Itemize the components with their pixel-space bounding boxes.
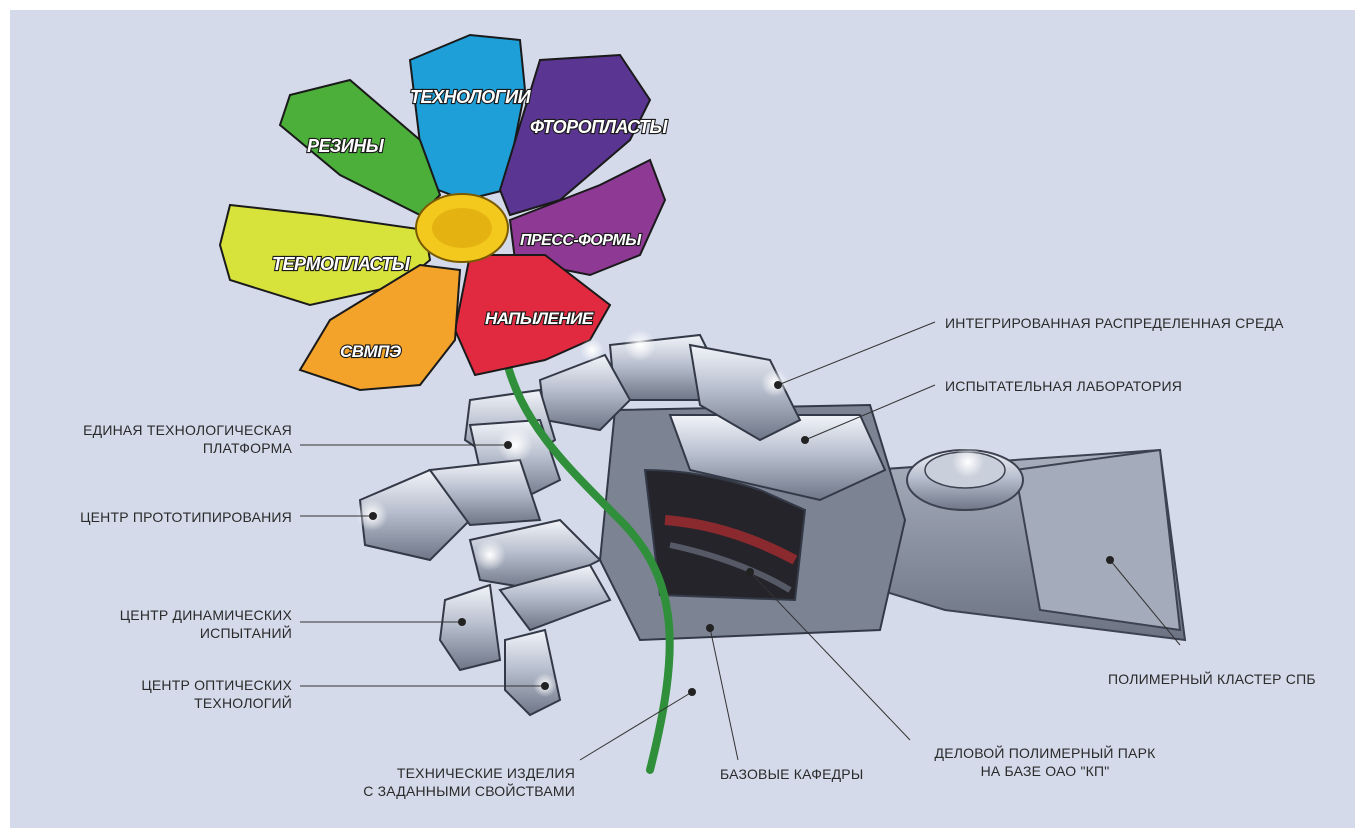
petal-label-tech: ТЕХНОЛОГИИ <box>410 87 532 107</box>
label-base-departments: БАЗОВЫЕ КАФЕДРЫ <box>720 766 864 782</box>
petal-svmpe <box>298 263 462 392</box>
label-integrated-environment: ИНТЕГРИРОВАННАЯ РАСПРЕДЕЛЕННАЯ СРЕДА <box>945 315 1284 331</box>
label-prototyping: ЦЕНТР ПРОТОТИПИРОВАНИЯ <box>80 509 292 525</box>
label-technical-products: ТЕХНИЧЕСКИЕ ИЗДЕЛИЯ С ЗАДАННЫМИ СВОЙСТВА… <box>363 765 575 799</box>
robot-forearm <box>868 448 1187 642</box>
label-polymer-cluster: ПОЛИМЕРНЫЙ КЛАСТЕР СПБ <box>1108 671 1316 687</box>
palm-top-plate <box>668 414 887 502</box>
label-dynamic-testing: ЦЕНТР ДИНАМИЧЕСКИХ ИСПЫТАНИЙ <box>119 607 292 641</box>
label-testing-lab: ИСПЫТАТЕЛЬНАЯ ЛАБОРАТОРИЯ <box>945 378 1183 394</box>
label-business-park: ДЕЛОВОЙ ПОЛИМЕРНЫЙ ПАРК НА БАЗЕ ОАО "КП" <box>934 745 1156 779</box>
leader-lines <box>300 321 1181 761</box>
petal-fluoro <box>498 53 652 217</box>
petal-label-press: ПРЕСС-ФОРМЫ <box>520 232 642 249</box>
petal-label-svmpe: СВМПЭ <box>340 342 401 361</box>
petal-label-fluoro: ФТОРОПЛАСТЫ <box>530 117 668 137</box>
petal-spray <box>453 254 612 377</box>
petal-label-thermo: ТЕРМОПЛАСТЫ <box>272 254 411 274</box>
flower-stem <box>501 351 674 774</box>
sparkle-group <box>356 329 984 697</box>
leader-dots <box>369 381 1114 696</box>
flower <box>218 33 667 392</box>
label-optical-tech: ЦЕНТР ОПТИЧЕСКИХ ТЕХНОЛОГИЙ <box>141 677 292 711</box>
robot-palm <box>598 403 907 642</box>
petal-label-rubber: РЕЗИНЫ <box>307 136 385 156</box>
petal-label-spray: НАПЫЛЕНИЕ <box>485 309 594 328</box>
label-tech-platform: ЕДИНАЯ ТЕХНОЛОГИЧЕСКАЯ ПЛАТФОРМА <box>83 422 292 456</box>
